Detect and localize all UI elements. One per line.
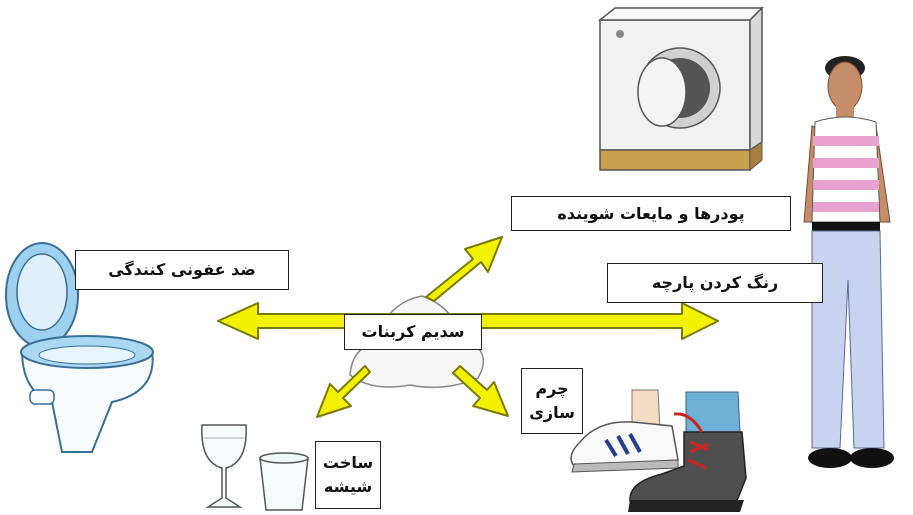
label-glass: ساخت شیشه bbox=[315, 441, 381, 509]
washing-machine-icon bbox=[597, 6, 764, 172]
label-sodium-carbonate: سدیم کربنات bbox=[344, 314, 482, 350]
dyeing-text: رنگ کردن پارچه bbox=[651, 273, 779, 292]
leather-line2: سازی bbox=[529, 403, 575, 422]
glass-line2: شیشه bbox=[323, 477, 373, 496]
toilet-icon bbox=[5, 242, 154, 453]
label-leather: چرم سازی bbox=[521, 368, 583, 434]
arrow-up-right bbox=[425, 236, 503, 302]
label-dyeing: رنگ کردن پارچه bbox=[607, 263, 823, 303]
arrow-down-left bbox=[316, 365, 371, 418]
arrow-down-right bbox=[452, 365, 509, 417]
disinfectant-text: ضد عفونی کنندگی bbox=[108, 260, 256, 279]
person-figure bbox=[803, 56, 894, 468]
label-disinfectant: ضد عفونی کنندگی bbox=[75, 250, 289, 290]
sodium-carbonate-text: سدیم کربنات bbox=[361, 322, 465, 341]
label-detergents: پودرها و مایعات شوینده bbox=[511, 196, 791, 231]
shoes-icon bbox=[570, 389, 747, 512]
glassware-icon bbox=[201, 424, 309, 511]
leather-line1: چرم bbox=[535, 379, 569, 398]
detergents-text: پودرها و مایعات شوینده bbox=[557, 203, 745, 223]
glass-line1: ساخت bbox=[322, 453, 374, 472]
